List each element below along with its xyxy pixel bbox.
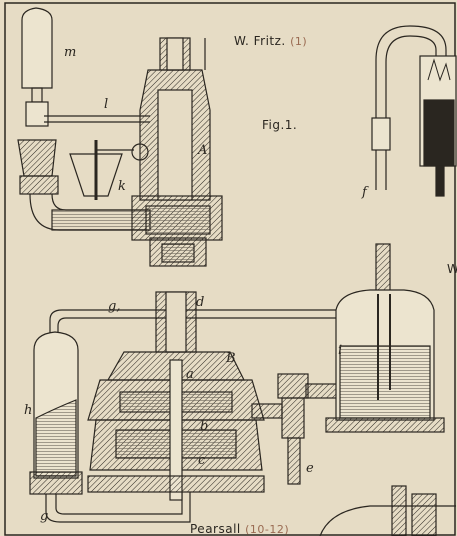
label-k: k — [118, 179, 126, 194]
label-c: c — [198, 453, 206, 468]
fig1-apparatus — [17, 7, 223, 267]
author-name: W. Fritz. — [234, 34, 286, 48]
lower-figure-caption: Pearsall (10-12) — [190, 522, 289, 536]
label-e: e — [306, 461, 314, 476]
label-b: b — [200, 419, 209, 434]
fig-right-siphon — [371, 25, 457, 197]
author-reference: (1) — [290, 35, 308, 48]
label-a: a — [186, 367, 194, 382]
fig-lower-apparatus — [29, 243, 456, 536]
label-h: h — [24, 403, 33, 418]
plate-border — [4, 2, 456, 536]
figure-title: W. Fritz. (1) — [234, 34, 307, 48]
figure-number: Fig.1. — [262, 118, 298, 132]
caption-reference: (10-12) — [245, 523, 290, 536]
edge-letter: W — [447, 262, 457, 276]
label-g-bottom: g — [40, 509, 49, 524]
label-f: f — [362, 185, 367, 200]
label-m: m — [64, 45, 77, 60]
label-B: B — [226, 351, 236, 366]
caption-name: Pearsall — [190, 522, 241, 536]
label-i: i — [338, 343, 343, 358]
label-d: d — [196, 295, 205, 310]
label-A: A — [198, 143, 208, 158]
label-l: l — [104, 97, 109, 112]
label-g-top: g, — [108, 299, 121, 314]
